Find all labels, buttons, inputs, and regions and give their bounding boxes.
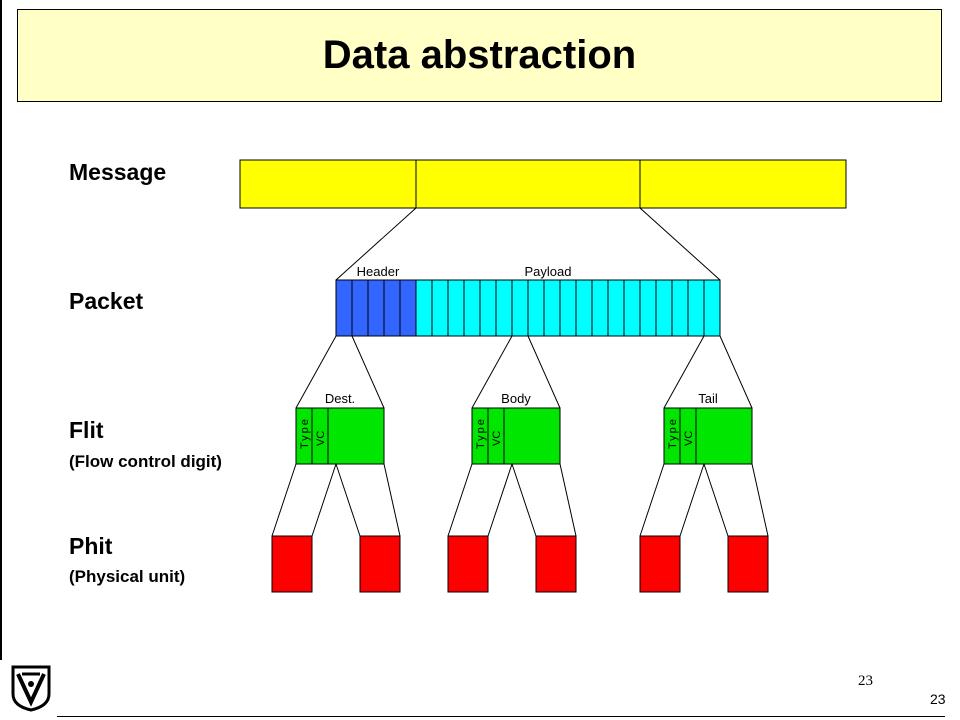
packet-flit-connector	[527, 335, 561, 409]
packet-flit-connector	[663, 335, 705, 409]
packet-payload-cell	[655, 279, 673, 337]
slide-left-border	[0, 0, 2, 660]
flit-label-dest: Dest.	[325, 391, 355, 406]
packet-payload-cell	[479, 279, 497, 337]
packet-payload-cell	[495, 279, 513, 337]
flit-type-field: Type	[475, 417, 487, 449]
flit-type-field: Type	[299, 417, 311, 449]
message-segment	[239, 159, 847, 209]
university-logo-icon	[11, 665, 51, 712]
label-message: Message	[69, 159, 167, 185]
flit-box	[471, 407, 561, 465]
packet-flit-connector	[471, 335, 513, 409]
packet-payload-cell	[511, 279, 529, 337]
packet-payload-cell	[703, 279, 721, 337]
slide-title: Data abstraction	[322, 33, 637, 77]
page-number: 23	[858, 673, 873, 689]
packet-header-cell	[335, 279, 353, 337]
packet-payload-label: Payload	[525, 264, 572, 279]
packet-flit-connector	[351, 335, 385, 409]
phit-row	[271, 535, 769, 593]
phit-box	[535, 535, 577, 593]
packet-payload-cell	[463, 279, 481, 337]
packet-header-cell	[399, 279, 417, 337]
packet-payload-cell	[687, 279, 705, 337]
flit-phit-connectors	[271, 463, 769, 537]
packet-payload-cell	[527, 279, 545, 337]
flit-type-field: Type	[667, 417, 679, 449]
packet-header-label: Header	[357, 264, 400, 279]
packet-flit-connector	[295, 335, 337, 409]
flit-vc-field: VC	[683, 431, 695, 446]
packet-flit-connector	[719, 335, 753, 409]
message-packet-connector	[639, 207, 721, 281]
packet-payload-cell	[623, 279, 641, 337]
phit-box	[727, 535, 769, 593]
title-box: Data abstraction	[17, 9, 942, 102]
packet-header-cell	[367, 279, 385, 337]
message-bar	[239, 159, 847, 209]
packet-payload-cell	[415, 279, 433, 337]
label-flit: Flit	[69, 417, 104, 443]
packet-payload-cell	[607, 279, 625, 337]
packet-payload-cell	[639, 279, 657, 337]
flit-tail: Type VC	[663, 407, 753, 465]
flit-vc-field: VC	[491, 431, 503, 446]
label-flit-sub: (Flow control digit)	[69, 452, 222, 471]
flit-label-body: Body	[501, 391, 531, 406]
packet-payload-cell	[575, 279, 593, 337]
packet-header-cell	[383, 279, 401, 337]
label-packet: Packet	[69, 288, 144, 314]
phit-box	[447, 535, 489, 593]
phit-box	[359, 535, 401, 593]
packet-payload-cell	[447, 279, 465, 337]
packet-payload-cell	[559, 279, 577, 337]
flit-body: Type VC	[471, 407, 561, 465]
message-packet-connector	[335, 207, 417, 281]
footer-rule	[57, 716, 945, 717]
label-phit-sub: (Physical unit)	[69, 567, 186, 586]
flit-box	[663, 407, 753, 465]
packet-payload-cell	[671, 279, 689, 337]
phit-box	[639, 535, 681, 593]
packet-payload-cell	[591, 279, 609, 337]
packet-header-cell	[351, 279, 369, 337]
packet-payload-cell	[431, 279, 449, 337]
phit-box	[271, 535, 313, 593]
packet-bar	[335, 279, 721, 337]
flit-dest: Type VC	[295, 407, 385, 465]
flit-box	[295, 407, 385, 465]
flit-label-tail: Tail	[698, 391, 718, 406]
label-phit: Phit	[69, 533, 113, 559]
page-number-footer: 23	[930, 691, 946, 707]
packet-payload-cell	[543, 279, 561, 337]
flit-vc-field: VC	[315, 431, 327, 446]
